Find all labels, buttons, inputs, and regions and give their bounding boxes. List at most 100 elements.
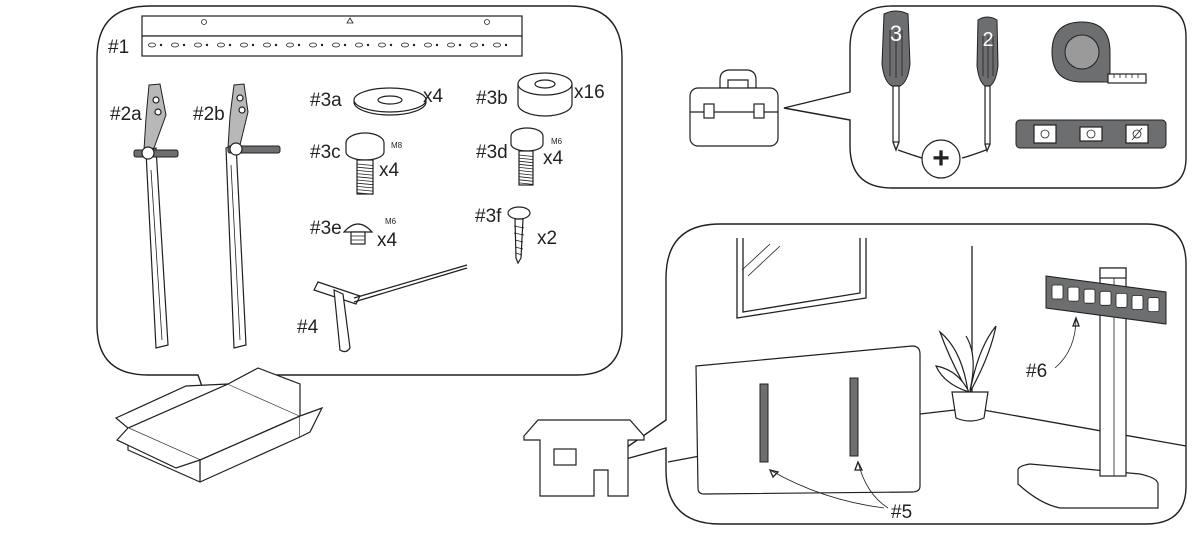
part-2b-arm [225,83,281,349]
rail-dot [159,43,163,47]
rail-dot [182,43,186,47]
label-part-5: #5 [891,502,912,523]
bolt-thread [356,173,374,176]
rail-hole [424,42,432,48]
part-3e-bolt [342,223,374,245]
phillips-plus: + [932,142,950,175]
thread-part-3e: M6 [385,217,397,226]
rail-hole [286,42,294,48]
bolt-thread [518,176,534,179]
plate-slot [1051,284,1064,300]
rail-hole [401,42,409,48]
screwdriver-3-icon: 3 [881,10,911,152]
screwdriver-size-3: 3 [890,21,902,46]
label-part-3f: #3f [475,206,502,227]
spirit-level-icon [1015,119,1167,149]
part-2a-arm [133,83,179,349]
rail-dot [274,43,278,47]
tape-measure-icon [1051,21,1147,84]
qty-part-3d: x4 [543,148,564,169]
rail-hole [194,42,202,48]
rail-dot [366,43,370,47]
plate-slot [1083,288,1096,304]
bolt-thread [518,173,534,176]
rail-hole [470,42,478,48]
qty-part-3f: x2 [537,228,557,249]
bolt-thread [518,170,534,173]
rail-hole [171,42,179,48]
rail-dot [504,43,508,47]
part-3c-bolt [345,132,385,195]
bolt-thread [356,163,374,166]
rail-dot [412,43,416,47]
rail-dot [228,43,232,47]
plate-slot [1099,290,1112,306]
rail-hole [309,42,317,48]
room-scene [667,238,1187,463]
thread-part-3c: M8 [391,141,403,150]
label-part-6: #6 [1026,361,1047,382]
label-part-3b: #3b [476,88,508,109]
rail-hole [447,42,455,48]
rail-dot [320,43,324,47]
bolt-thread [356,166,374,170]
label-part-4: #4 [297,317,319,338]
rail-dot [297,43,301,47]
part-3d-bolt [510,127,544,186]
callout-part-5 [768,460,889,509]
bolt-thread [518,182,534,185]
label-part-2b: #2b [193,104,225,125]
screwdriver-size-2: 2 [982,29,993,51]
qty-part-3c: x4 [379,160,400,181]
phillips-symbol-icon: + [897,139,987,179]
label-part-3a: #3a [310,90,342,111]
bolt-thread [518,163,534,167]
part-3f-screw [507,206,531,265]
rail-hole [378,42,386,48]
bolt-thread [518,160,534,164]
part-6-mount-plate [1045,275,1167,325]
label-part-3e: #3e [310,218,342,239]
rail-dot [205,43,209,47]
rail-dot [251,43,255,47]
bolt-thread [518,167,534,170]
label-part-3d: #3d [476,142,508,163]
plate-slot [1067,286,1080,302]
bolt-thread [518,154,534,157]
rail-hole [493,42,501,48]
parts-bubble [96,5,623,434]
house-icon [523,419,645,497]
bolt-thread [518,179,534,182]
qty-part-3a: x4 [423,86,444,107]
part-4-hex-key [313,264,468,353]
bolt-thread [356,189,374,192]
part-1-rail [141,15,523,57]
rail-hole [263,42,271,48]
callout-part-6 [1054,316,1080,369]
rail-hole [148,42,156,48]
bolt-thread [356,176,374,179]
rail-dot [435,43,439,47]
plate-slot [1131,295,1144,310]
bolt-thread [356,186,374,189]
open-box-icon [114,367,324,483]
plate-slot [1115,292,1128,308]
rail-hole [240,42,248,48]
bolt-thread [356,179,374,182]
rail-dot [389,43,393,47]
tv-screen [695,345,921,495]
toolbox-icon [689,69,779,147]
label-part-2a: #2a [110,104,142,125]
rail-dot [481,43,485,47]
bolt-thread [356,170,374,173]
rail-hole [217,42,225,48]
part-3a-washer [353,87,427,116]
bolt-thread [518,157,534,160]
rail-hole [355,42,363,48]
bolt-thread [356,192,374,195]
label-part-1: #1 [108,37,129,58]
qty-part-3e: x4 [377,230,398,251]
plant-icon [934,325,997,422]
qty-part-3b: x16 [574,82,605,103]
